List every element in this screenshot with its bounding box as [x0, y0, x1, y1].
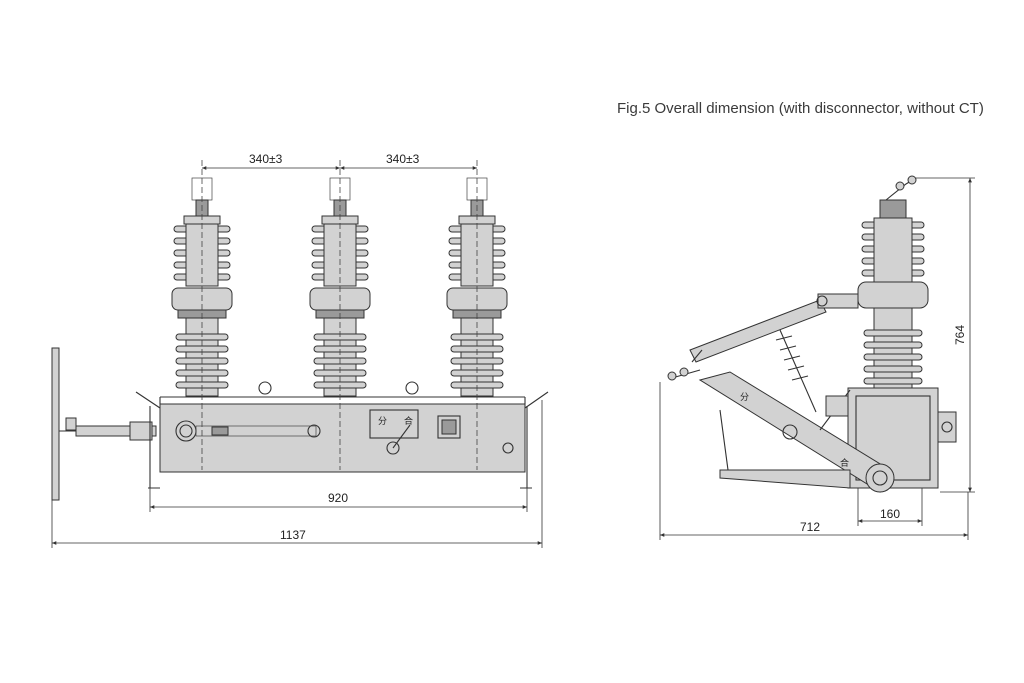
dim-total: 1137 — [51, 400, 543, 548]
figure-caption: Fig.5 Overall dimension (with disconnect… — [617, 100, 984, 117]
tank-linkage — [175, 420, 321, 442]
arm-insulator — [775, 329, 817, 413]
side-view: 分 合 764 712 1 — [659, 175, 975, 540]
dim-depth: 712 — [659, 382, 969, 540]
dim-base: 160 — [857, 488, 923, 526]
dim-pitch-left: 340±3 — [249, 152, 283, 166]
side-bushing — [857, 199, 929, 389]
dim-pitch: 340±3 340±3 — [202, 152, 477, 170]
operating-shaft — [59, 421, 157, 441]
front-view: 分 合 — [51, 152, 549, 548]
dim-total-label: 1137 — [280, 528, 306, 542]
open-label: 分 — [378, 416, 387, 427]
dim-mount: 920 — [149, 488, 528, 512]
dim-mount-label: 920 — [328, 491, 348, 505]
dim-pitch-right: 340±3 — [386, 152, 420, 166]
dim-height: 764 — [916, 177, 975, 493]
close-label: 合 — [404, 415, 413, 427]
counter-window — [437, 415, 461, 439]
dim-base-label: 160 — [880, 507, 900, 521]
mounting-plate — [51, 347, 60, 501]
mechanism-panel: 分 合 — [369, 409, 419, 455]
breaker-tank — [159, 403, 526, 473]
dim-height-label: 764 — [953, 325, 967, 345]
arm-close-label: 合 — [840, 457, 849, 469]
dim-depth-label: 712 — [800, 520, 820, 534]
arm-open-label: 分 — [740, 392, 749, 403]
lower-arm: 分 合 — [698, 371, 895, 493]
ground-terminal — [502, 442, 514, 454]
upper-arm — [689, 293, 859, 363]
